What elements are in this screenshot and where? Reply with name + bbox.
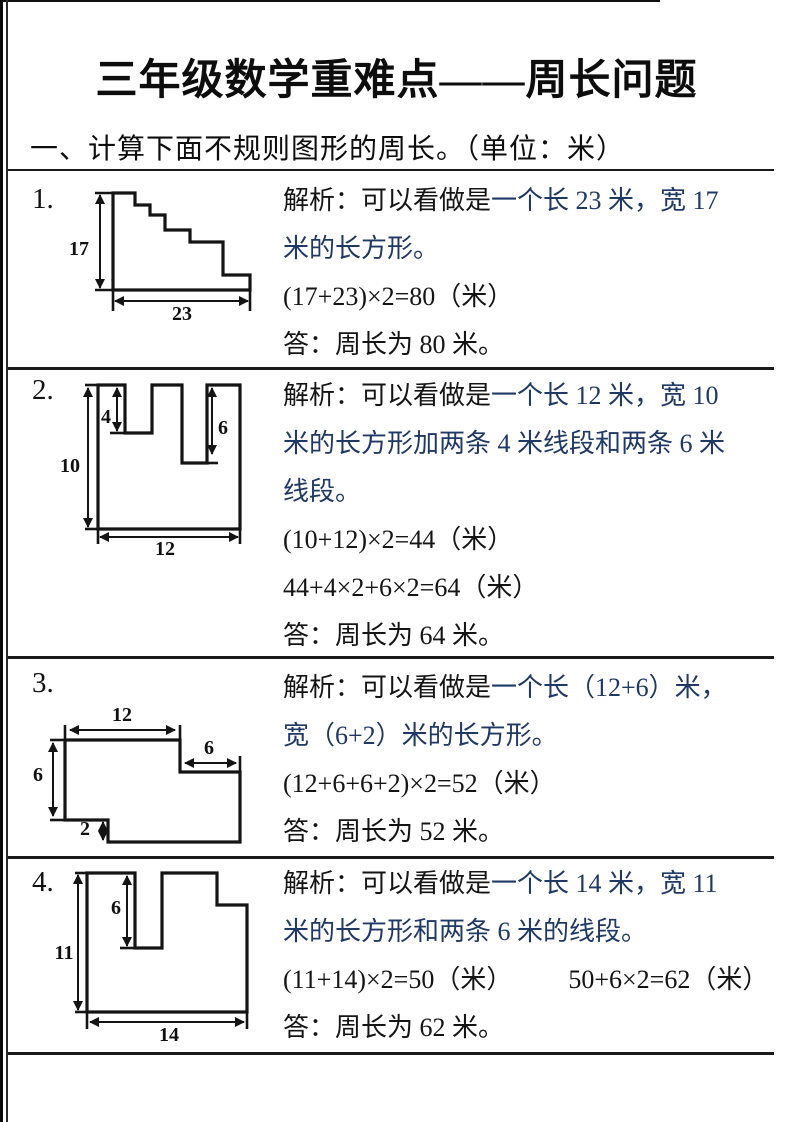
analysis-line: 米的长方形加两条 4 米线段和两条 6 米 (283, 427, 725, 461)
figure-outline (96, 383, 242, 531)
analysis-segment: 线段。 (283, 477, 362, 506)
analysis-segment: 答：周长为 62 米。 (283, 1013, 505, 1042)
page-top-edge (0, 0, 660, 2)
dimension-label: 10 (60, 455, 80, 477)
analysis-segment: 米的长方形加两条 4 米线段和两条 6 米 (283, 429, 726, 458)
analysis-segment: (11+14)×2=50（米） (283, 965, 513, 994)
dimension-label: 23 (172, 303, 192, 325)
analysis-line: 答：周长为 62 米。 (283, 1011, 504, 1045)
figure-outline (63, 738, 242, 844)
problem-number: 4. (32, 866, 54, 898)
dimension-label: 14 (159, 1024, 179, 1046)
dimension-label: 12 (155, 538, 175, 560)
analysis-line: (12+6+6+2)×2=52（米） (283, 767, 556, 801)
analysis-line: 解析：可以看做是一个长 14 米，宽 11 (283, 867, 718, 901)
figure-outline (85, 871, 249, 1014)
section-heading: 一、计算下面不规则图形的周长。（单位：米） (30, 134, 626, 165)
analysis-line: 答：周长为 52 米。 (283, 815, 504, 849)
dimension-label: 6 (218, 417, 228, 439)
dimension-label: 6 (204, 737, 214, 759)
analysis-segment: 解析：可以看做是 (283, 186, 492, 215)
analysis-line: (17+23)×2=80（米） (283, 280, 513, 314)
analysis-segment: 米的长方形。 (283, 234, 440, 263)
problem-figure: 10 4 6 12 (60, 383, 242, 560)
analysis-line: 44+4×2+6×2=64（米） (283, 571, 538, 605)
analysis-line: 线段。 (283, 475, 361, 509)
dimension-label: 11 (55, 942, 74, 964)
analysis-line: 答：周长为 80 米。 (283, 328, 504, 362)
analysis-segment: 答：周长为 64 米。 (283, 621, 505, 650)
separator-line (8, 169, 774, 171)
analysis-segment: 答：周长为 80 米。 (283, 330, 505, 359)
analysis-segment: 米的长方形和两条 6 米的线段。 (283, 917, 648, 946)
dimension-label: 4 (101, 406, 111, 428)
problem-number: 2. (32, 374, 54, 406)
problem-number: 3. (32, 667, 54, 699)
dimension-label: 12 (112, 704, 132, 726)
analysis-line: 答：周长为 64 米。 (283, 619, 504, 653)
analysis-segment: 宽（6+2）米的长方形。 (283, 721, 558, 750)
dimension-label: 2 (80, 818, 90, 840)
analysis-segment: 一个长（12+6）米， (491, 673, 727, 702)
separator-line (8, 856, 774, 859)
analysis-segment: 一个长 23 米，宽 17 (491, 186, 719, 215)
analysis-line: 米的长方形。 (283, 232, 439, 266)
analysis-segment: 解析：可以看做是 (283, 673, 492, 702)
analysis-line: 解析：可以看做是一个长 12 米，宽 10 (283, 379, 719, 413)
analysis-segment: (17+23)×2=80（米） (283, 282, 514, 311)
page-title: 三年级数学重难点——周长问题 (95, 58, 698, 104)
analysis-segment: 解析：可以看做是 (283, 381, 492, 410)
analysis-line: (10+12)×2=44（米） (283, 523, 513, 557)
analysis-segment: 答：周长为 52 米。 (283, 817, 505, 846)
problem-figure: 12 6 6 2 (33, 704, 242, 844)
analysis-line: 解析：可以看做是一个长（12+6）米， (283, 671, 727, 705)
page-left-rule (6, 0, 8, 1122)
figure-outline (111, 191, 252, 292)
problem-figure: 11 6 14 (55, 871, 249, 1046)
analysis-line: 解析：可以看做是一个长 23 米，宽 17 (283, 184, 719, 218)
analysis-segment: (12+6+6+2)×2=52（米） (283, 769, 556, 798)
analysis-segment: (10+12)×2=44（米） (283, 525, 514, 554)
separator-line (8, 367, 774, 370)
analysis-line: 米的长方形和两条 6 米的线段。 (283, 915, 647, 949)
analysis-segment: 44+4×2+6×2=64（米） (283, 573, 539, 602)
analysis-segment: 解析：可以看做是 (283, 869, 492, 898)
dimension-label: 6 (111, 897, 121, 919)
analysis-segment: 一个长 12 米，宽 10 (491, 381, 719, 410)
analysis-line: 宽（6+2）米的长方形。 (283, 719, 558, 753)
analysis-segment: 一个长 14 米，宽 11 (491, 869, 718, 898)
dimension-label: 6 (33, 764, 43, 786)
problem-number: 1. (32, 183, 54, 215)
separator-line (8, 1052, 774, 1055)
separator-line (8, 656, 774, 659)
analysis-segment: 50+6×2=62（米） (568, 965, 769, 994)
page-left-edge (0, 0, 3, 1122)
dimension-label: 17 (69, 238, 89, 260)
analysis-line: (11+14)×2=50（米） 50+6×2=62（米） (283, 963, 768, 997)
